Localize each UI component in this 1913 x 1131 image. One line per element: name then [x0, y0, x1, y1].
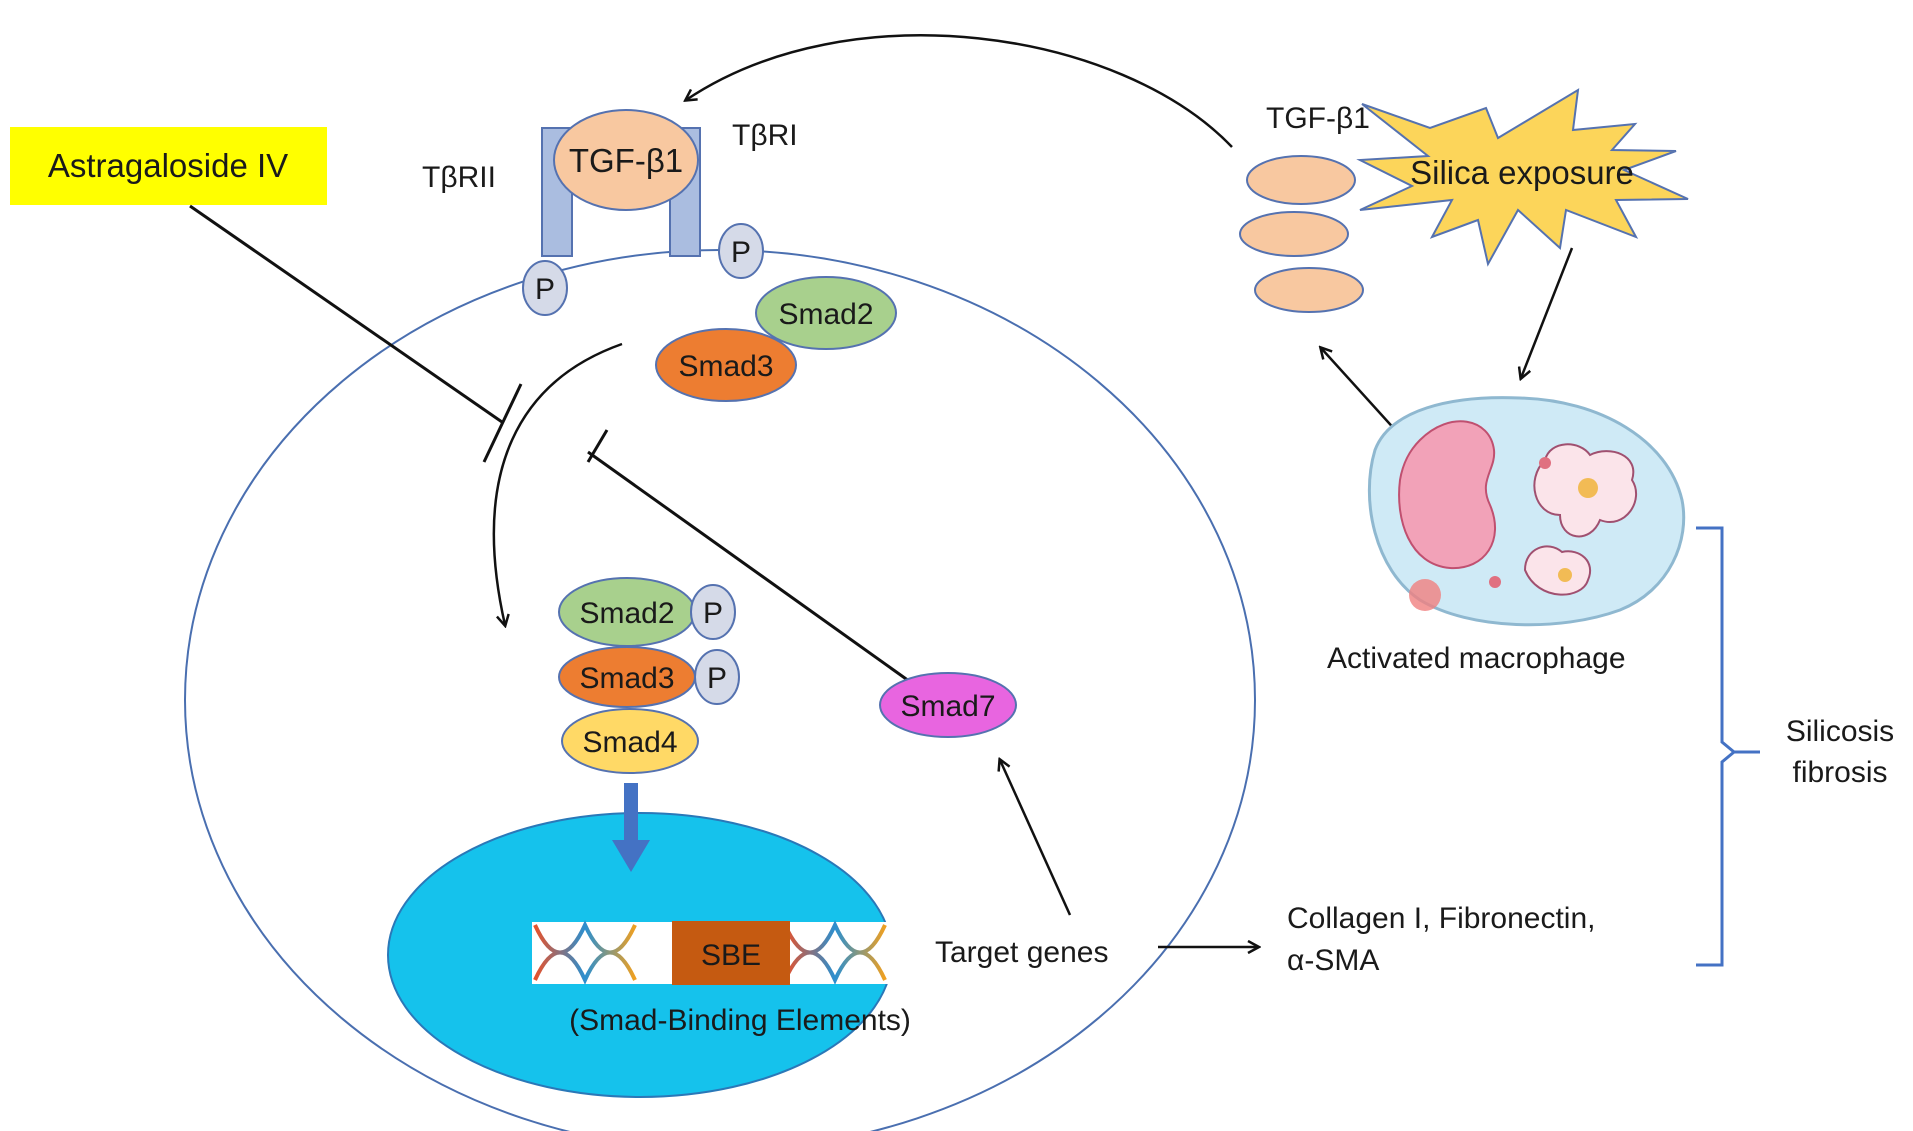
phospho-tbri-label: P: [731, 236, 751, 269]
macrophage-phagosome-small: [1523, 545, 1591, 596]
outcome-line2: fibrosis: [1792, 756, 1887, 789]
smad3-inactive: [655, 328, 797, 402]
phospho-tbrii-label: P: [535, 273, 555, 306]
sbe-caption: (Smad-Binding Elements): [569, 1004, 911, 1037]
complex-smad3-phospho-label: P: [707, 662, 727, 695]
tgf-ligand-bound: [553, 109, 699, 211]
tbrii-label: TβRII: [422, 161, 496, 194]
complex-smad3-phospho: [694, 649, 740, 705]
dna-strip: [532, 920, 922, 985]
complex-smad2-label: Smad2: [579, 597, 674, 630]
secreted-tgf-1: [1246, 155, 1356, 205]
tgf-ligand-label: TGF-β1: [569, 142, 683, 179]
secreted-tgf-2: [1239, 211, 1349, 257]
macrophage-to-tgf-arrow: [1321, 348, 1399, 434]
tbri-label: TβRI: [732, 119, 798, 152]
complex-smad4-label: Smad4: [582, 726, 677, 759]
phospho-tbrii: [522, 260, 568, 316]
silica-starburst: [1356, 88, 1689, 267]
dna-helix-right: [783, 920, 887, 985]
drug-inhibition-line: [189, 204, 503, 424]
complex-smad4: [561, 708, 699, 774]
target-genes-label: Target genes: [935, 936, 1108, 969]
products-line1: Collagen I, Fibronectin,: [1287, 902, 1596, 935]
sbe-label: SBE: [701, 939, 761, 972]
secreted-tgf-3: [1254, 267, 1364, 313]
macrophage-label: Activated macrophage: [1327, 642, 1626, 675]
smad2-inactive: [755, 276, 897, 350]
smad2-inactive-label: Smad2: [778, 298, 873, 331]
drug-inhibition-bar: [482, 383, 523, 463]
outcome-line1: Silicosis: [1786, 715, 1894, 748]
smad7-inhibition-bar: [586, 429, 609, 463]
drug-box: [10, 127, 327, 205]
products-line2: α-SMA: [1287, 944, 1379, 977]
target-to-smad7-arrow: [1000, 760, 1072, 916]
macrophage-illustration: [1367, 396, 1686, 627]
drug-label: Astragaloside IV: [48, 147, 288, 184]
smad7-label: Smad7: [900, 690, 995, 723]
smad7: [879, 672, 1017, 738]
translocation-arrow: [612, 783, 650, 872]
silica-to-macrophage-arrow: [1521, 247, 1574, 378]
secreted-tgf-label: TGF-β1: [1266, 102, 1370, 135]
macrophage-granule: [1409, 579, 1441, 611]
smad7-inhibition-line: [587, 450, 917, 688]
complex-smad2-phospho-label: P: [703, 597, 723, 630]
sbe-box: [672, 921, 790, 985]
smad3-inactive-label: Smad3: [678, 350, 773, 383]
activation-arrow: [492, 342, 623, 625]
dna-helix-left: [533, 920, 637, 985]
complex-smad3-label: Smad3: [579, 662, 674, 695]
tgf-to-receptor-arrow: [686, 34, 1233, 148]
silica-label: Silica exposure: [1410, 154, 1634, 191]
phospho-tbri: [718, 223, 764, 279]
macrophage-nucleus: [1398, 420, 1496, 570]
complex-smad2-phospho: [690, 584, 736, 640]
outcome-bracket: [1696, 526, 1760, 967]
